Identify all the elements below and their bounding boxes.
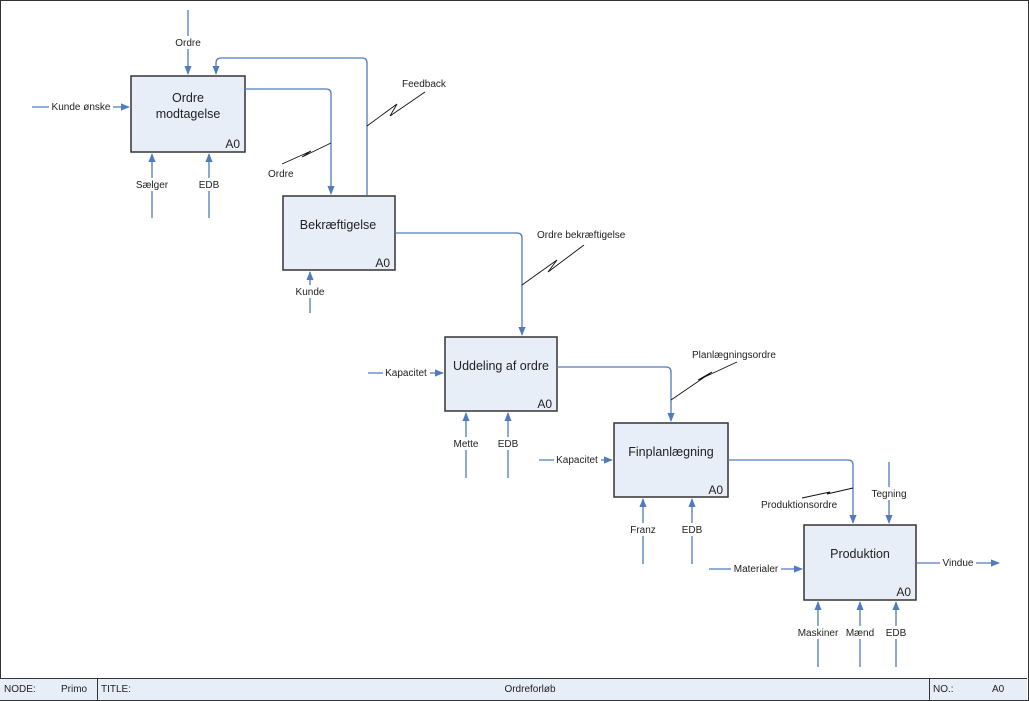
svg-text:Franz: Franz (630, 525, 656, 536)
number-value: A0 (992, 684, 1005, 695)
arrow-edb-3: EDB (678, 498, 706, 564)
title-block: NODE: Primo TITLE: Ordreforløb NO.: A0 (0, 678, 1027, 701)
box-title: Ordre (172, 91, 204, 105)
box-title: Finplanlægning (628, 445, 714, 459)
svg-text:EDB: EDB (886, 628, 907, 639)
box-node-number: A0 (537, 397, 552, 411)
arrow-ordre-input: Ordre (170, 10, 206, 75)
box-node-number: A0 (225, 137, 240, 151)
arrow-maend: Mænd (844, 601, 876, 667)
box-title: Produktion (830, 547, 890, 561)
arrow-kapacitet-1: Kapacitet (368, 366, 444, 379)
number-label: NO.: (933, 684, 954, 695)
idef0-diagram: Ordre modtagelse A0 Ordre Kunde ønske Sæ… (32, 10, 1000, 667)
arrow-kunde-onske: Kunde ønske (32, 100, 130, 113)
svg-text:EDB: EDB (498, 439, 519, 450)
arrow-materialer: Materialer (709, 562, 803, 575)
arrow-ordre-bekraeftigelse: Ordre bekræftigelse (395, 230, 626, 336)
svg-text:Maskiner: Maskiner (798, 628, 839, 639)
arrow-produktionsordre: Produktionsordre (728, 459, 857, 524)
svg-text:Tegning: Tegning (871, 489, 906, 500)
svg-text:Vindue: Vindue (943, 558, 974, 569)
process-box-produktion[interactable]: Produktion A0 (803, 524, 917, 601)
svg-text:EDB: EDB (682, 525, 703, 536)
svg-text:Feedback: Feedback (402, 79, 447, 90)
svg-text:Ordre bekræftigelse: Ordre bekræftigelse (537, 230, 626, 241)
svg-text:Kapacitet: Kapacitet (556, 455, 598, 466)
node-value: Primo (61, 684, 88, 695)
node-label: NODE: (4, 684, 36, 695)
svg-text:Kunde ønske: Kunde ønske (52, 102, 111, 113)
svg-text:Kapacitet: Kapacitet (385, 368, 427, 379)
svg-text:Planlægningsordre: Planlægningsordre (692, 350, 776, 361)
divider (97, 679, 98, 700)
arrow-franz: Franz (627, 498, 659, 564)
process-box-ordre-modtagelse[interactable]: Ordre modtagelse A0 (130, 75, 246, 153)
svg-text:Ordre: Ordre (268, 169, 294, 180)
divider (929, 679, 930, 700)
svg-text:Ordre: Ordre (175, 38, 201, 49)
box-title: Bekræftigelse (300, 218, 376, 232)
svg-text:EDB: EDB (199, 180, 220, 191)
arrow-kapacitet-2: Kapacitet (539, 453, 613, 466)
svg-text:Produktionsordre: Produktionsordre (761, 500, 838, 511)
arrow-mette: Mette (449, 412, 483, 478)
arrow-kunde: Kunde (292, 271, 328, 313)
box-node-number: A0 (708, 483, 723, 497)
arrow-tegning: Tegning (867, 462, 911, 524)
svg-text:Mette: Mette (453, 439, 478, 450)
arrow-saelger: Sælger (132, 153, 172, 218)
box-title: modtagelse (156, 107, 221, 121)
arrow-edb-2: EDB (494, 412, 522, 478)
box-node-number: A0 (896, 585, 911, 599)
process-box-bekraeftigelse[interactable]: Bekræftigelse A0 (282, 195, 396, 271)
svg-text:Sælger: Sælger (136, 180, 169, 191)
arrow-maskiner: Maskiner (795, 601, 841, 667)
process-box-uddeling-af-ordre[interactable]: Uddeling af ordre A0 (444, 336, 558, 412)
svg-text:Mænd: Mænd (846, 628, 874, 639)
arrow-edb-1: EDB (195, 153, 223, 218)
process-box-finplanlaegning[interactable]: Finplanlægning A0 (613, 422, 729, 498)
arrow-feedback: Feedback (212, 57, 447, 195)
arrow-ordre-flow: Ordre (245, 88, 335, 195)
box-title: Uddeling af ordre (453, 359, 549, 373)
arrow-edb-4: EDB (882, 601, 910, 667)
box-node-number: A0 (375, 256, 390, 270)
title-label: TITLE: (101, 684, 132, 695)
arrow-planlaegningsordre: Planlægningsordre (557, 350, 776, 422)
diagram-title: Ordreforløb (504, 684, 556, 695)
arrow-vindue: Vindue (916, 556, 1000, 569)
svg-text:Kunde: Kunde (296, 287, 325, 298)
svg-text:Materialer: Materialer (734, 564, 779, 575)
